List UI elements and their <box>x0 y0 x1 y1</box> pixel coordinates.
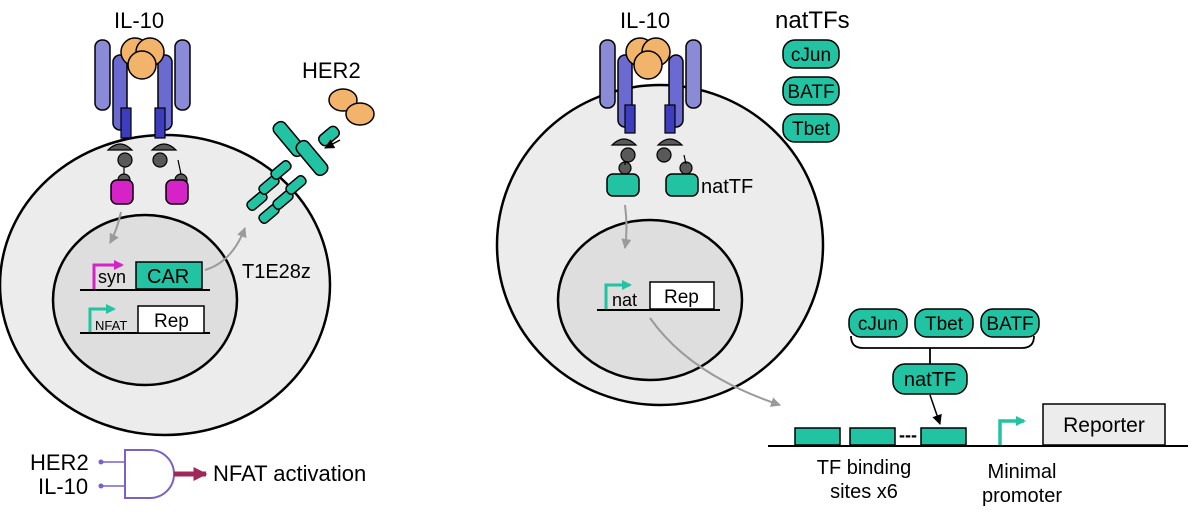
car-gene-label: CAR <box>147 266 189 288</box>
nattf-effector-b <box>665 173 699 197</box>
nattf-list-batf: BATF <box>787 82 834 103</box>
nat-rep-construct <box>597 280 720 311</box>
gate-output-label: NFAT activation <box>213 461 366 486</box>
minimal-promoter-label-1: Minimal <box>988 461 1057 483</box>
and-gate <box>98 449 208 499</box>
nfat-promoter-label: NFAT <box>95 318 127 333</box>
binding-sites-label-2: sites x6 <box>830 481 898 503</box>
il10-receptor-right <box>599 39 702 134</box>
nattf-list-tbet: Tbet <box>792 119 831 140</box>
gate-input-her2: HER2 <box>30 450 89 475</box>
detail-nattf-label: natTF <box>904 369 956 391</box>
il10-ligand-left <box>120 37 165 80</box>
car-expression-arrow <box>204 227 247 271</box>
il10-label-right: IL-10 <box>620 8 670 33</box>
reporter-construct <box>768 403 1188 447</box>
il10-label-left: IL-10 <box>114 8 164 33</box>
left-nucleus <box>51 213 239 387</box>
nattfs-list <box>782 39 840 143</box>
syn-effector-left-b <box>165 179 189 205</box>
syn-effector-left-a <box>110 179 134 205</box>
car-name-label: T1E28z <box>242 261 311 283</box>
minimal-promoter-label-2: promoter <box>982 485 1062 507</box>
binding-sites-dots: --- <box>899 425 917 445</box>
jak-joints-right <box>610 138 693 175</box>
binding-sites-label-1: TF binding <box>817 457 912 479</box>
nat-promoter-label: nat <box>612 290 637 310</box>
right-panel: IL-10 natTF natTFs cJun BATF Tbet <box>495 7 1188 507</box>
zoom-arrow <box>649 317 781 407</box>
syn-car-construct <box>80 260 210 291</box>
rep-gene-label-right: Rep <box>664 287 699 308</box>
nfat-rep-construct <box>80 304 210 334</box>
detail-tf-batf: BATF <box>986 314 1033 335</box>
nattf-effector-a <box>606 173 640 197</box>
syn-promoter-label: syn <box>98 267 126 287</box>
reporter-gene-label: Reporter <box>1063 414 1145 437</box>
il10-receptor-left <box>94 39 191 139</box>
detail-tf-tbet: Tbet <box>925 314 964 335</box>
effector-to-nucleus-arrow <box>109 211 122 244</box>
her2-antigen <box>324 88 375 149</box>
detail-tf-cjun: cJun <box>858 314 898 335</box>
her2-label: HER2 <box>302 58 361 83</box>
nattfs-title: natTFs <box>775 7 850 34</box>
nattf-list-cjun: cJun <box>791 45 831 66</box>
car-receptor <box>246 120 340 225</box>
detail-tf-group <box>848 308 1040 425</box>
il10-ligand-right <box>625 37 671 80</box>
gate-input-il10: IL-10 <box>38 474 88 499</box>
left-panel: IL-10 <box>0 8 375 499</box>
nattf-effector-label: natTF <box>701 176 753 198</box>
nattf-to-nucleus-arrow <box>621 204 632 249</box>
jak-joints-left <box>106 143 188 187</box>
rep-gene-label-left: Rep <box>154 311 189 332</box>
